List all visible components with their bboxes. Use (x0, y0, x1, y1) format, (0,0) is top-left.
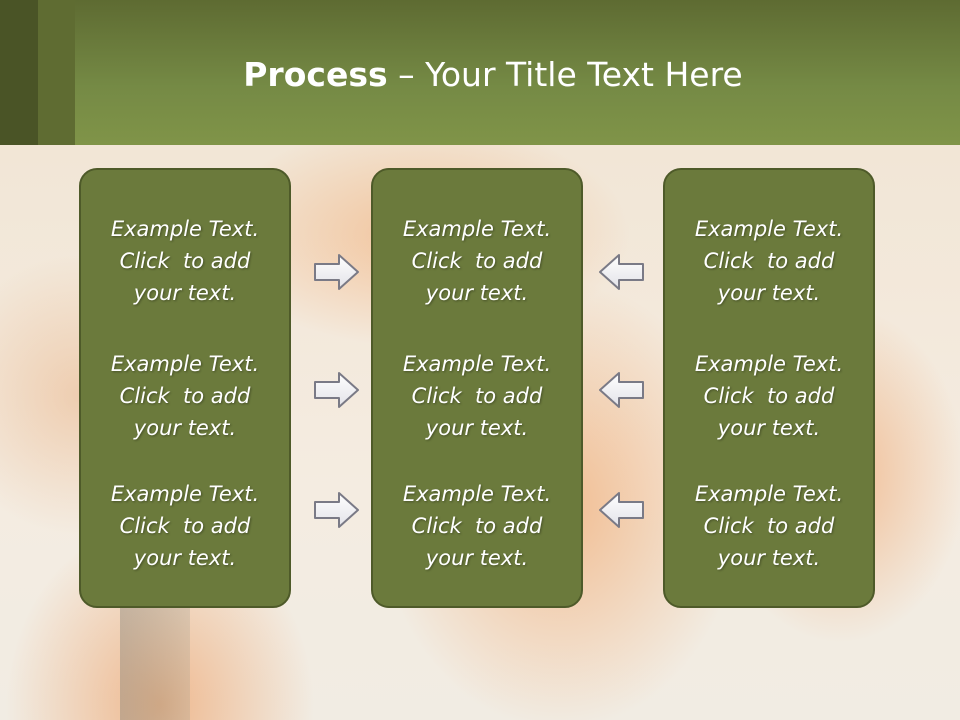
left-arrow-icon (599, 254, 644, 290)
banner-accent-mid (38, 0, 75, 145)
text-line: your text. (425, 416, 529, 440)
text-line: Click to add (119, 514, 251, 538)
text-block[interactable]: Example Text. Click to add your text. (373, 478, 581, 574)
text-line: Example Text. (402, 482, 552, 506)
text-line: your text. (717, 546, 821, 570)
flower-stem (120, 595, 190, 720)
text-line: Click to add (411, 384, 543, 408)
text-line: your text. (133, 416, 237, 440)
process-box-center[interactable]: Example Text. Click to add your text. Ex… (371, 168, 583, 608)
text-line: your text. (133, 281, 237, 305)
text-line: your text. (425, 281, 529, 305)
text-line: Example Text. (694, 217, 844, 241)
right-arrow-icon (314, 254, 359, 290)
text-line: Example Text. (694, 482, 844, 506)
text-line: Example Text. (694, 352, 844, 376)
right-arrow-icon (314, 492, 359, 528)
text-line: Example Text. (110, 482, 260, 506)
text-line: Example Text. (402, 352, 552, 376)
text-line: Click to add (411, 514, 543, 538)
text-line: Example Text. (402, 217, 552, 241)
text-block[interactable]: Example Text. Click to add your text. (81, 348, 289, 444)
left-arrow-icon (599, 372, 644, 408)
text-line: your text. (717, 416, 821, 440)
text-line: Click to add (703, 514, 835, 538)
text-line: Click to add (119, 384, 251, 408)
process-box-right[interactable]: Example Text. Click to add your text. Ex… (663, 168, 875, 608)
text-line: Click to add (119, 249, 251, 273)
text-block[interactable]: Example Text. Click to add your text. (373, 348, 581, 444)
text-block[interactable]: Example Text. Click to add your text. (81, 478, 289, 574)
text-block[interactable]: Example Text. Click to add your text. (665, 213, 873, 309)
text-line: Click to add (411, 249, 543, 273)
right-arrow-icon (314, 372, 359, 408)
text-line: your text. (133, 546, 237, 570)
slide-title-bold: Process (243, 55, 388, 94)
text-line: Click to add (703, 384, 835, 408)
text-block[interactable]: Example Text. Click to add your text. (665, 478, 873, 574)
slide-title[interactable]: Process – Your Title Text Here (0, 55, 960, 95)
title-banner (0, 0, 960, 145)
text-block[interactable]: Example Text. Click to add your text. (81, 213, 289, 309)
text-line: Example Text. (110, 217, 260, 241)
text-line: your text. (717, 281, 821, 305)
text-block[interactable]: Example Text. Click to add your text. (665, 348, 873, 444)
text-line: your text. (425, 546, 529, 570)
slide-title-rest: – Your Title Text Here (387, 55, 743, 94)
banner-accent-dark (0, 0, 38, 145)
text-block[interactable]: Example Text. Click to add your text. (373, 213, 581, 309)
text-line: Example Text. (110, 352, 260, 376)
left-arrow-icon (599, 492, 644, 528)
process-box-left[interactable]: Example Text. Click to add your text. Ex… (79, 168, 291, 608)
text-line: Click to add (703, 249, 835, 273)
